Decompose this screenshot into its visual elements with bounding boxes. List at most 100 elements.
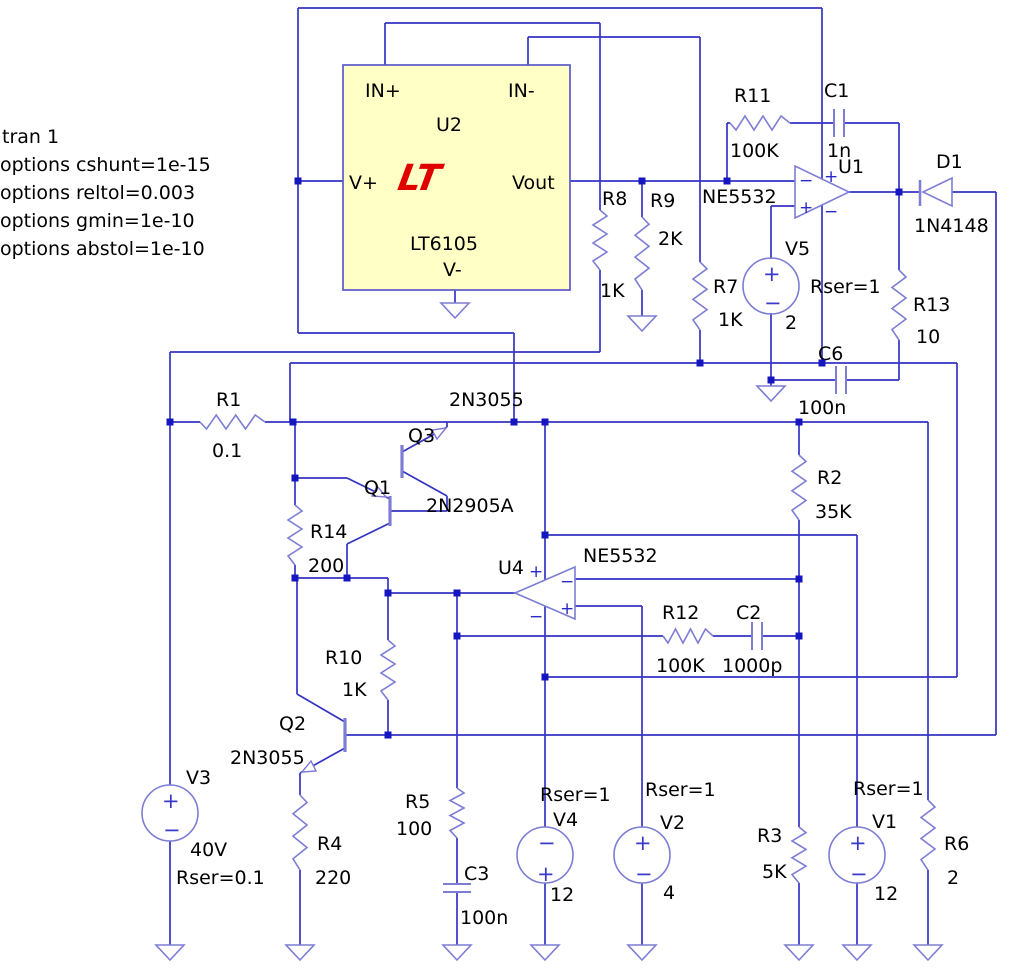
R3-name-label: R3 xyxy=(757,825,782,847)
C6-value-label: 100n xyxy=(798,397,846,419)
V4-name-label: V4 xyxy=(553,809,578,831)
component-R11[interactable]: R11 100K xyxy=(729,85,791,162)
R12-name-label: R12 xyxy=(662,602,699,624)
component-C1[interactable]: C1 1n xyxy=(824,80,851,162)
component-R7[interactable]: R7 1K xyxy=(692,261,743,331)
directive-reltol[interactable]: options reltol=0.003 xyxy=(0,182,195,204)
component-R10[interactable]: R10 1K xyxy=(325,639,396,701)
R10-value-label: 1K xyxy=(342,679,367,701)
ground-icon xyxy=(784,944,814,961)
component-C6[interactable]: C6 100n xyxy=(798,343,847,419)
C1-value-label: 1n xyxy=(827,140,851,162)
U1-vminus-glyph: − xyxy=(824,202,838,222)
component-V4[interactable]: − + Rser=1 V4 12 xyxy=(516,784,611,906)
ground-icon xyxy=(756,385,786,402)
R2-name-label: R2 xyxy=(817,467,842,489)
component-D1[interactable]: D1 1N4148 xyxy=(914,151,989,237)
ground-icon xyxy=(913,944,943,961)
V5-rser-label: Rser=1 xyxy=(810,276,881,298)
V1-plus-glyph: + xyxy=(849,831,867,855)
directive-cshunt[interactable]: options cshunt=1e-15 xyxy=(0,154,211,176)
component-Q1[interactable]: Q1 2N2905A xyxy=(364,477,514,526)
C3-value-label: 100n xyxy=(460,907,508,929)
V2-minus-glyph: − xyxy=(635,862,653,886)
D1-value-label: 1N4148 xyxy=(914,215,989,237)
U1-part-label: NE5532 xyxy=(702,186,777,208)
component-R9[interactable]: R9 2K xyxy=(634,190,683,291)
Q3-value-label: 2N3055 xyxy=(449,389,524,411)
wires-bottom xyxy=(169,290,929,945)
U4-vplus-glyph: + xyxy=(529,562,543,582)
component-R4[interactable]: R4 220 xyxy=(292,794,351,889)
directive-abstol[interactable]: options abstol=1e-10 xyxy=(0,238,205,260)
U4-vminus-glyph: − xyxy=(529,607,543,627)
directive-tran[interactable]: tran 1 xyxy=(2,126,59,148)
V3-minus-glyph: − xyxy=(163,818,181,842)
V1-value-label: 12 xyxy=(874,883,898,905)
U2-pin-vout-label: Vout xyxy=(512,172,555,194)
component-V1[interactable]: + − Rser=1 V1 12 xyxy=(828,778,924,905)
C1-name-label: C1 xyxy=(824,80,849,102)
V5-minus-glyph: − xyxy=(764,291,782,315)
component-U1-opamp[interactable]: − + + − U1 NE5532 xyxy=(702,156,864,222)
U2-body[interactable] xyxy=(342,64,571,291)
R1-name-label: R1 xyxy=(216,389,241,411)
R9-value-label: 2K xyxy=(658,228,683,250)
ground-icon xyxy=(285,944,315,961)
V1-minus-glyph: − xyxy=(850,862,868,886)
R14-value-label: 200 xyxy=(308,555,344,577)
component-C2[interactable]: C2 1000p xyxy=(722,602,782,677)
R10-name-label: R10 xyxy=(325,647,362,669)
R7-value-label: 1K xyxy=(718,309,743,331)
component-R8[interactable]: R8 1K xyxy=(592,188,627,302)
R13-name-label: R13 xyxy=(913,294,950,316)
U2-part-label: LT6105 xyxy=(410,233,478,255)
R5-value-label: 100 xyxy=(396,818,432,840)
wires-middle xyxy=(169,181,958,884)
component-C3[interactable]: C3 100n xyxy=(443,863,508,929)
R6-name-label: R6 xyxy=(944,833,969,855)
component-R3[interactable]: R3 5K xyxy=(757,825,807,884)
ground-icon xyxy=(440,302,470,319)
ground-icon xyxy=(842,944,872,961)
U1-in-minus-glyph: − xyxy=(799,171,813,191)
V5-name-label: V5 xyxy=(785,238,810,260)
component-R6[interactable]: R6 2 xyxy=(920,799,969,889)
U1-name-label: U1 xyxy=(838,156,864,178)
V5-plus-glyph: + xyxy=(763,262,781,286)
directive-gmin[interactable]: options gmin=1e-10 xyxy=(0,210,195,232)
ground-icon xyxy=(442,944,472,961)
component-U2-LT6105[interactable]: IN+ IN- U2 V+ Vout LT6105 V- LT xyxy=(342,64,571,291)
V3-rser-label: Rser=0.1 xyxy=(176,867,265,889)
U1-vplus-glyph: + xyxy=(824,167,838,187)
U2-pin-in-plus-label: IN+ xyxy=(365,80,401,102)
U4-name-label: U4 xyxy=(498,557,524,579)
component-R2[interactable]: R2 35K xyxy=(791,454,852,523)
component-R12[interactable]: R12 100K xyxy=(656,602,714,677)
U2-pin-in-minus-label: IN- xyxy=(508,80,535,102)
component-Q2[interactable]: Q2 2N3055 xyxy=(230,713,347,773)
V2-rser-label: Rser=1 xyxy=(645,779,716,801)
R12-value-label: 100K xyxy=(656,655,705,677)
component-Q3[interactable]: Q3 2N3055 xyxy=(400,389,524,478)
component-R13[interactable]: R13 10 xyxy=(891,269,950,348)
C2-name-label: C2 xyxy=(736,602,761,624)
U2-pin-v-plus-label: V+ xyxy=(349,172,378,194)
R8-value-label: 1K xyxy=(600,280,625,302)
component-R5[interactable]: R5 100 xyxy=(396,787,465,840)
spice-directives[interactable]: tran 1 options cshunt=1e-15 options relt… xyxy=(0,126,211,260)
component-V3[interactable]: + − V3 40V Rser=0.1 xyxy=(141,767,265,889)
ground-icon xyxy=(627,944,657,961)
V4-minus-glyph: − xyxy=(538,831,556,855)
component-R14[interactable]: R14 200 xyxy=(287,504,347,577)
component-V5[interactable]: + − V5 Rser=1 2 xyxy=(742,238,881,334)
component-V2[interactable]: + − Rser=1 V2 4 xyxy=(613,779,716,904)
C2-value-label: 1000p xyxy=(722,655,782,677)
component-R1[interactable]: R1 0.1 xyxy=(199,389,266,462)
component-U4-opamp[interactable]: − + + − U4 NE5532 xyxy=(498,545,658,627)
C3-name-label: C3 xyxy=(464,863,489,885)
V3-value-label: 40V xyxy=(190,839,227,861)
U1-in-plus-glyph: + xyxy=(799,198,813,218)
